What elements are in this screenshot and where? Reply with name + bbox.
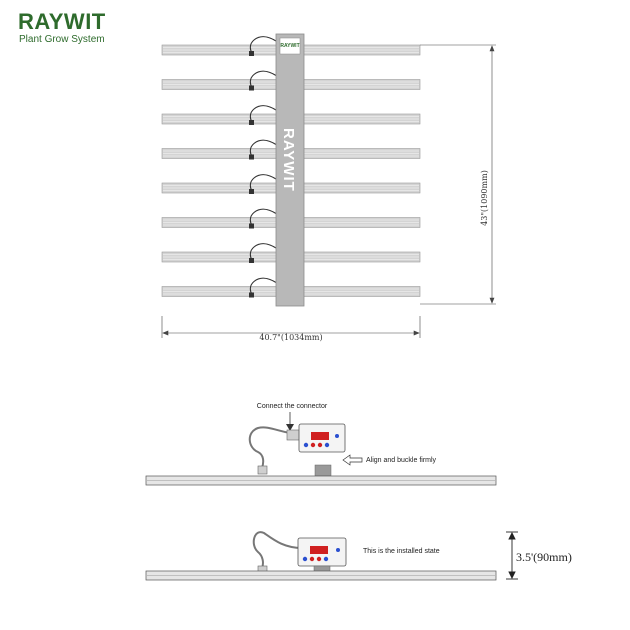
installed-driver-box bbox=[252, 531, 347, 575]
align-buckle-label: Align and buckle firmly bbox=[366, 457, 437, 464]
height-dimension bbox=[420, 44, 496, 305]
assembly-mount-block bbox=[314, 464, 332, 477]
assembly-driver-box bbox=[248, 423, 346, 475]
brand-tagline: Plant Grow System bbox=[19, 34, 105, 45]
installed-state-label: This is the installed state bbox=[363, 548, 440, 555]
central-stem bbox=[275, 33, 305, 307]
connect-connector-label: Connect the connector bbox=[257, 403, 328, 410]
installed-light-bar bbox=[145, 570, 497, 581]
height-dimension-label: 43"(1090mm) bbox=[480, 170, 489, 226]
stem-badge bbox=[279, 37, 301, 55]
stem-badge-text: RAYWIT bbox=[280, 43, 299, 49]
assembly-light-bar bbox=[145, 475, 497, 486]
installed-height-dimension bbox=[506, 531, 518, 580]
installed-height-label: 3.5'(90mm) bbox=[516, 550, 572, 564]
stem-brand-text: RAYWIT bbox=[280, 128, 297, 192]
connect-arrow bbox=[286, 412, 294, 431]
width-dimension bbox=[161, 316, 421, 338]
width-dimension-label: 40.7"(1034mm) bbox=[259, 333, 322, 342]
brand-name: RAYWIT bbox=[18, 9, 106, 34]
brand-logo: RAYWIT Plant Grow System bbox=[18, 10, 106, 46]
align-arrow bbox=[342, 454, 363, 466]
